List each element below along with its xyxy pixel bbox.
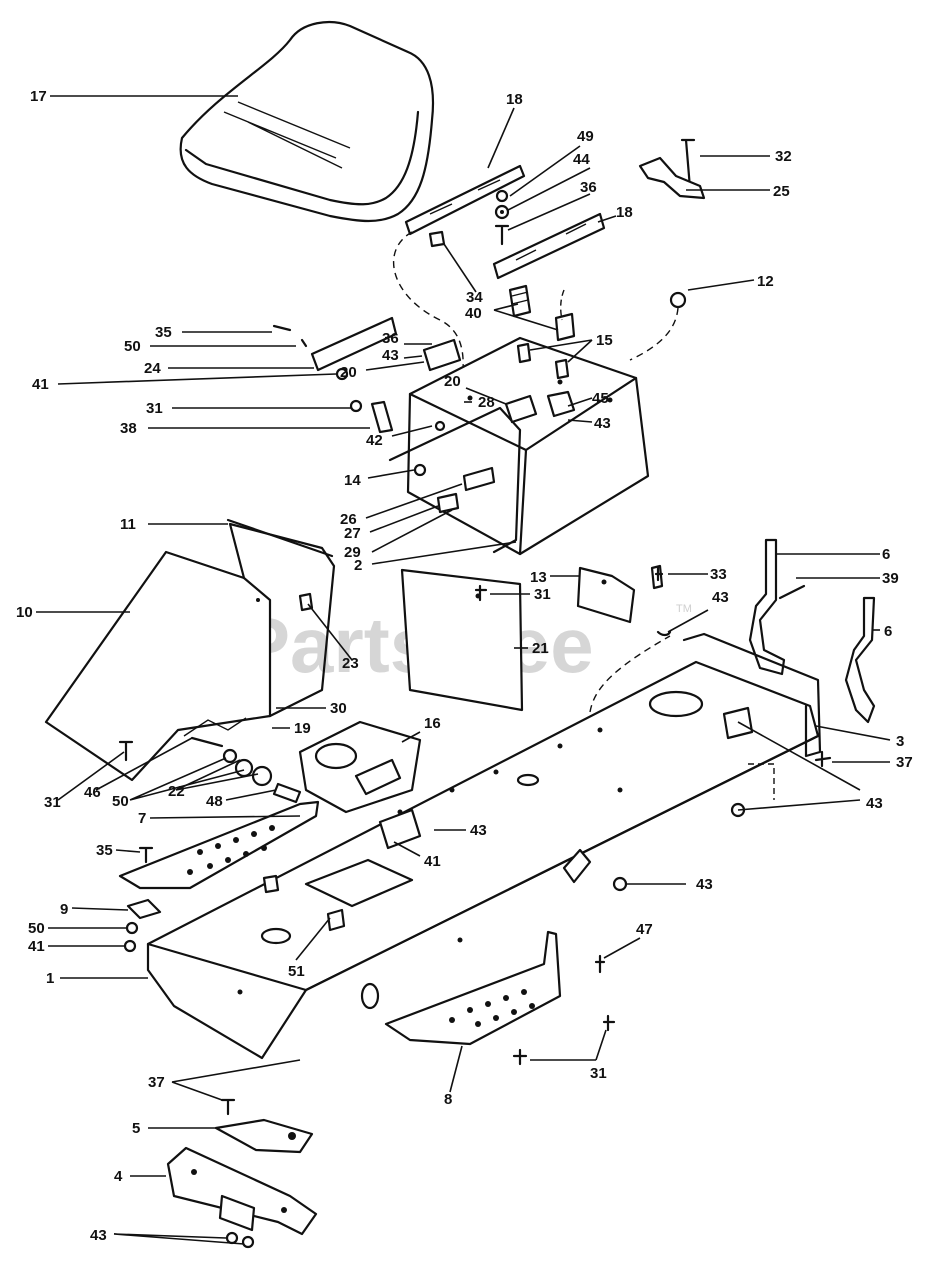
callout-31: 31	[534, 586, 551, 603]
callout-42: 42	[366, 432, 383, 449]
callout-25: 25	[773, 183, 790, 200]
callout-50: 50	[28, 920, 45, 937]
callout-48: 48	[206, 793, 223, 810]
callout-33: 33	[710, 566, 727, 583]
callout-28: 28	[478, 394, 495, 411]
callout-46: 46	[84, 784, 101, 801]
callout-43: 43	[866, 795, 883, 812]
callout-43: 43	[382, 347, 399, 364]
callout-10: 10	[16, 604, 33, 621]
callout-15: 15	[596, 332, 613, 349]
callout-11: 11	[120, 516, 136, 533]
callout-2: 2	[354, 557, 362, 574]
callout-22: 22	[168, 783, 185, 800]
callout-4: 4	[114, 1168, 123, 1185]
callout-47: 47	[636, 921, 653, 938]
callout-41: 41	[28, 938, 45, 955]
callout-41: 41	[424, 853, 441, 870]
callout-16: 16	[424, 715, 441, 732]
callout-49: 49	[577, 128, 594, 145]
callout-30: 30	[330, 700, 347, 717]
callout-19: 19	[294, 720, 311, 737]
callout-40: 40	[465, 305, 482, 322]
callout-7: 7	[138, 810, 146, 827]
callout-43: 43	[90, 1227, 107, 1244]
main-frame	[146, 632, 822, 1060]
leader-lines	[36, 95, 891, 1245]
callout-43: 43	[696, 876, 713, 893]
callout-50: 50	[124, 338, 141, 355]
callout-39: 39	[882, 570, 899, 587]
front-panel	[400, 568, 524, 712]
callout-26: 26	[340, 511, 357, 528]
side-bracket-parts	[272, 316, 446, 477]
frame-hardware-right	[474, 566, 832, 1066]
callout-13: 13	[530, 569, 547, 586]
callout-44: 44	[573, 151, 590, 168]
watermark-trademark: TM	[676, 603, 692, 615]
seat-rail-left	[404, 164, 526, 236]
callout-37: 37	[896, 754, 913, 771]
callout-24: 24	[144, 360, 161, 377]
front-axle-plate	[214, 1098, 314, 1154]
footrest-right	[384, 930, 562, 1046]
seat-support-box	[388, 336, 650, 556]
seat-hardware	[393, 138, 706, 381]
callout-29: 29	[344, 544, 361, 561]
callout-41: 41	[32, 376, 49, 393]
axle-hardware	[118, 736, 302, 953]
callout-18: 18	[616, 204, 633, 221]
seat-part	[179, 20, 435, 223]
callout-36: 36	[382, 330, 399, 347]
callout-36: 36	[580, 179, 597, 196]
callout-9: 9	[60, 901, 68, 918]
callout-18: 18	[506, 91, 523, 108]
callout-6: 6	[882, 546, 890, 563]
callout-43: 43	[594, 415, 611, 432]
callout-51: 51	[288, 963, 305, 980]
callout-8: 8	[444, 1091, 452, 1108]
footrest-left	[118, 800, 320, 890]
callout-45: 45	[592, 390, 609, 407]
callout-17: 17	[30, 88, 47, 105]
callout-32: 32	[775, 148, 792, 165]
callout-35: 35	[96, 842, 113, 859]
callout-35: 35	[155, 324, 172, 341]
callout-21: 21	[532, 640, 549, 657]
callout-12: 12	[757, 273, 774, 290]
dash-hood-panel	[44, 518, 336, 782]
callout-31: 31	[590, 1065, 607, 1082]
callout-5: 5	[132, 1120, 140, 1137]
callout-37: 37	[148, 1074, 165, 1091]
callout-3: 3	[896, 733, 904, 750]
callout-1: 1	[46, 970, 54, 987]
callout-43: 43	[470, 822, 487, 839]
callout-31: 31	[146, 400, 163, 417]
front-axle-bracket	[166, 1146, 318, 1249]
callout-labels: 17 18 49 44 36 18 32 25 34 40 12 35 50 3…	[16, 88, 913, 1244]
callout-34: 34	[466, 289, 483, 306]
callout-20: 20	[340, 364, 357, 381]
callout-14: 14	[344, 472, 361, 489]
callout-20: 20	[444, 373, 461, 390]
cup-holder-tray	[298, 720, 422, 814]
callout-6: 6	[884, 623, 892, 640]
callout-31: 31	[44, 794, 61, 811]
seat-rail-right	[492, 212, 606, 280]
callout-38: 38	[120, 420, 137, 437]
callout-23: 23	[342, 655, 359, 672]
callout-27: 27	[344, 525, 361, 542]
callout-43: 43	[712, 589, 729, 606]
callout-50: 50	[112, 793, 129, 810]
